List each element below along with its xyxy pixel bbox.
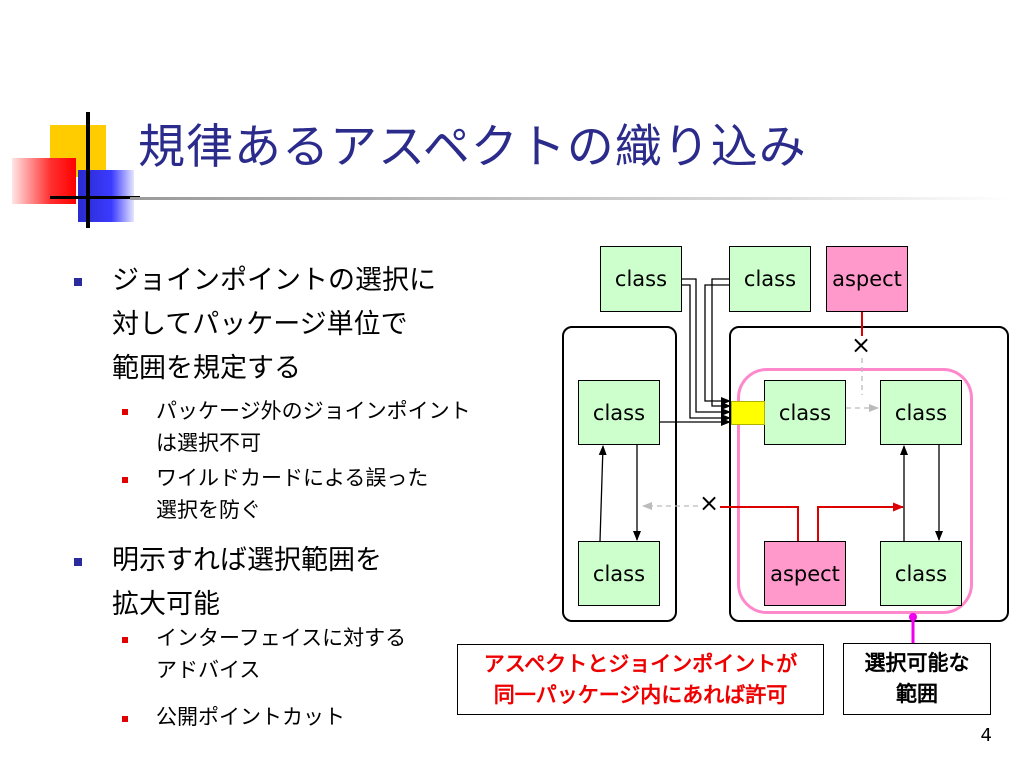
bullet-line: インターフェイスに対する (156, 626, 407, 650)
sub-bullet-marker (122, 637, 128, 643)
bullet-line: 選択を防ぐ (156, 498, 261, 522)
bullet-marker (74, 278, 82, 286)
forbidden-mark-top: × (851, 331, 872, 359)
note-scope: 選択可能な 範囲 (843, 643, 991, 715)
bullet-line: 範囲を規定する (112, 353, 301, 384)
bullet-line: ワイルドカードによる誤った (156, 466, 429, 490)
class-box-right-lower: class (880, 541, 962, 606)
selectable-scope-region (737, 368, 973, 614)
title-ornament-vertical-line (86, 112, 90, 228)
bullet-item: 明示すれば選択範囲を 拡大可能 (112, 539, 382, 627)
class-box-left-lower: class (578, 541, 660, 606)
note-permission-line: アスペクトとジョインポイントが (483, 651, 798, 676)
call-line-top-middle (711, 278, 731, 410)
bullet-line: ジョインポイントの選択に (112, 265, 436, 296)
slide-title: 規律あるアスペクトの織り込み (138, 120, 807, 175)
sub-bullet-item: 公開ポイントカット (156, 701, 345, 733)
joinpoint-marker (731, 401, 765, 425)
sub-bullet-marker (122, 409, 128, 415)
package-right (729, 326, 1009, 622)
bullet-marker (74, 558, 82, 566)
class-box-right-upper-b: class (880, 380, 962, 445)
bullet-line: 対してパッケージ単位で (112, 309, 408, 340)
bullet-line: アドバイス (156, 658, 261, 682)
sub-bullet-marker (122, 716, 128, 722)
call-line-top-left (682, 278, 731, 416)
bullet-line: 明示すれば選択範囲を (112, 545, 382, 576)
aspect-box-inner: aspect (764, 541, 846, 606)
bullet-line: は選択不可 (156, 431, 261, 455)
package-left (562, 326, 677, 622)
sub-bullet-marker (122, 477, 128, 483)
title-underline-rule (130, 197, 1010, 200)
call-line-top-middle-2 (704, 284, 731, 405)
sub-bullet-item: ワイルドカードによる誤った 選択を防ぐ (156, 462, 428, 526)
class-box-right-upper-a: class (764, 380, 846, 445)
class-box-left-upper: class (578, 380, 660, 445)
forbidden-mark-left: × (699, 489, 720, 517)
call-line-top-left-2 (682, 284, 731, 422)
note-permission-line: 同一パッケージ内にあれば許可 (493, 682, 788, 707)
note-permission: アスペクトとジョインポイントが 同一パッケージ内にあれば許可 (457, 644, 824, 715)
bullet-line: 公開ポイントカット (156, 705, 345, 729)
title-ornament-horizontal-line (50, 196, 140, 199)
bullet-line: パッケージ外のジョインポイント (156, 399, 471, 423)
aspect-box-top: aspect (826, 246, 908, 312)
note-scope-line: 範囲 (896, 682, 938, 706)
note-scope-line: 選択可能な (864, 651, 970, 675)
sub-bullet-item: パッケージ外のジョインポイント は選択不可 (156, 395, 471, 459)
bullet-item: ジョインポイントの選択に 対してパッケージ単位で 範囲を規定する (112, 259, 436, 391)
class-box-top-middle: class (729, 246, 811, 312)
page-number: 4 (980, 725, 992, 746)
sub-bullet-item: インターフェイスに対する アドバイス (156, 622, 406, 686)
class-box-top-left: class (600, 246, 682, 312)
bullet-line: 拡大可能 (112, 589, 220, 620)
